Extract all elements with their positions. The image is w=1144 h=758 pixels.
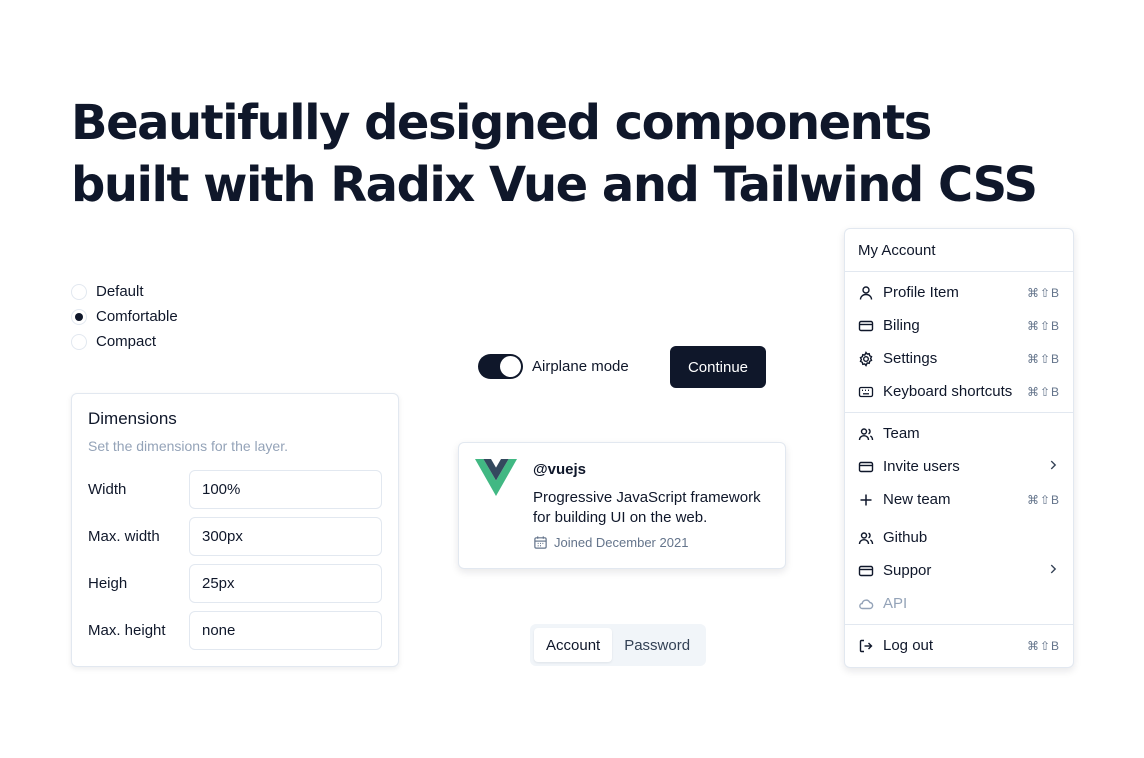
menu-separator	[845, 624, 1073, 625]
height-label: Heigh	[88, 575, 128, 592]
menu-item-label: Invite users	[883, 458, 960, 475]
menu-item-label: New team	[883, 491, 951, 508]
log-out-icon	[858, 638, 874, 654]
menu-group-team: Team Invite users New team ⌘⇧B	[845, 413, 1073, 520]
menu-item-new-team[interactable]: New team ⌘⇧B	[845, 483, 1073, 516]
radio-button[interactable]	[71, 333, 87, 350]
density-radio-group: Default Comfortable Compact	[71, 279, 178, 354]
max-width-input[interactable]	[189, 517, 382, 556]
menu-item-api: API	[845, 587, 1073, 620]
chevron-right-icon	[1046, 562, 1060, 580]
menu-item-settings[interactable]: Settings ⌘⇧B	[845, 342, 1073, 375]
menu-item-label: Log out	[883, 637, 934, 654]
menu-item-label: Settings	[883, 350, 938, 367]
menu-item-label: Team	[883, 425, 920, 442]
menu-item-profile[interactable]: Profile Item ⌘⇧B	[845, 276, 1073, 309]
menu-item-team[interactable]: Team	[845, 417, 1073, 450]
dimensions-description: Set the dimensions for the layer.	[88, 438, 288, 454]
menu-item-log-out[interactable]: Log out ⌘⇧B	[845, 629, 1073, 662]
tab-account[interactable]: Account	[534, 628, 613, 662]
hover-card-joined: Joined December 2021	[533, 535, 773, 550]
dimension-row-max-height: Max. height	[88, 611, 382, 650]
menu-separator	[845, 271, 1073, 272]
menu-item-label: Profile Item	[883, 284, 959, 301]
hover-card-body: @vuejs Progressive JavaScript framework …	[533, 461, 773, 550]
menu-item-shortcut: ⌘⇧B	[1026, 384, 1060, 399]
radio-dot	[75, 312, 83, 321]
max-height-input[interactable]	[189, 611, 382, 650]
radio-button[interactable]	[71, 308, 87, 325]
vuejs-hover-card: @vuejs Progressive JavaScript framework …	[458, 442, 786, 569]
gear-icon	[858, 350, 874, 367]
radio-label: Comfortable	[96, 308, 178, 325]
keyboard-icon	[858, 384, 874, 400]
continue-button[interactable]: Continue	[670, 346, 766, 388]
hover-card-handle[interactable]: @vuejs	[533, 461, 586, 478]
cloud-icon	[858, 596, 874, 612]
users-icon	[858, 530, 874, 546]
radio-option-comfortable[interactable]: Comfortable	[71, 304, 178, 329]
calendar-icon	[534, 536, 547, 549]
dimensions-title: Dimensions	[88, 409, 177, 428]
width-input[interactable]	[189, 470, 382, 509]
width-label: Width	[88, 481, 127, 498]
menu-item-shortcut: ⌘⇧B	[1026, 351, 1060, 366]
menu-item-support[interactable]: Suppor	[845, 554, 1073, 587]
switch-knob	[500, 356, 521, 377]
height-input[interactable]	[189, 564, 382, 603]
radio-option-default[interactable]: Default	[71, 279, 178, 304]
menu-item-keyboard-shortcuts[interactable]: Keyboard shortcuts ⌘⇧B	[845, 375, 1073, 408]
menu-item-invite-users[interactable]: Invite users	[845, 450, 1073, 483]
dimension-row-height: Heigh	[88, 564, 382, 603]
menu-label: My Account	[858, 241, 936, 259]
credit-card-icon	[858, 563, 874, 579]
account-dropdown-menu: My Account Profile Item ⌘⇧B Biling ⌘⇧B	[844, 228, 1074, 668]
headline-line-2: built with Radix Vue and Tailwind CSS	[71, 157, 1038, 213]
dimension-row-max-width: Max. width	[88, 517, 382, 556]
max-height-label: Max. height	[88, 622, 166, 639]
credit-card-icon	[858, 459, 874, 475]
menu-item-label: Suppor	[883, 562, 932, 579]
menu-group-account: Profile Item ⌘⇧B Biling ⌘⇧B Settings ⌘⇧B	[845, 272, 1073, 412]
menu-item-label: Keyboard shortcuts	[883, 383, 1013, 400]
radio-button[interactable]	[71, 283, 87, 300]
tab-password[interactable]: Password	[624, 636, 691, 654]
users-icon	[858, 426, 874, 442]
dimensions-card: Dimensions Set the dimensions for the la…	[71, 393, 399, 667]
menu-item-label: Github	[883, 529, 928, 546]
menu-group-links: Github Suppor API	[845, 521, 1073, 624]
headline: Beautifully designed components built wi…	[71, 92, 1038, 216]
menu-item-github[interactable]: Github	[845, 521, 1073, 554]
menu-item-label: API	[883, 595, 908, 612]
radio-label: Default	[96, 283, 144, 300]
credit-card-icon	[858, 318, 874, 334]
chevron-right-icon	[1046, 458, 1060, 476]
menu-item-shortcut: ⌘⇧B	[1026, 318, 1060, 333]
hover-card-description: Progressive JavaScript framework for bui…	[533, 489, 761, 526]
airplane-mode-switch[interactable]	[478, 354, 523, 379]
menu-item-shortcut: ⌘⇧B	[1026, 285, 1060, 300]
vue-logo-icon	[475, 459, 517, 502]
account-tabs: Account Password	[530, 624, 707, 666]
dimension-row-width: Width	[88, 470, 382, 509]
headline-line-1: Beautifully designed components	[71, 95, 932, 151]
radio-option-compact[interactable]: Compact	[71, 329, 178, 354]
max-width-label: Max. width	[88, 528, 160, 545]
menu-item-billing[interactable]: Biling ⌘⇧B	[845, 309, 1073, 342]
radio-label: Compact	[96, 333, 157, 350]
airplane-mode-switch-group: Airplane mode	[478, 354, 629, 379]
menu-item-shortcut: ⌘⇧B	[1026, 492, 1060, 507]
menu-item-label: Biling	[883, 317, 920, 334]
airplane-mode-label[interactable]: Airplane mode	[532, 358, 629, 375]
plus-icon	[858, 492, 874, 508]
joined-date: Joined December 2021	[554, 535, 689, 550]
menu-group-logout: Log out ⌘⇧B	[845, 625, 1073, 666]
user-icon	[858, 285, 874, 301]
menu-item-shortcut: ⌘⇧B	[1026, 638, 1060, 653]
menu-separator	[845, 412, 1073, 413]
